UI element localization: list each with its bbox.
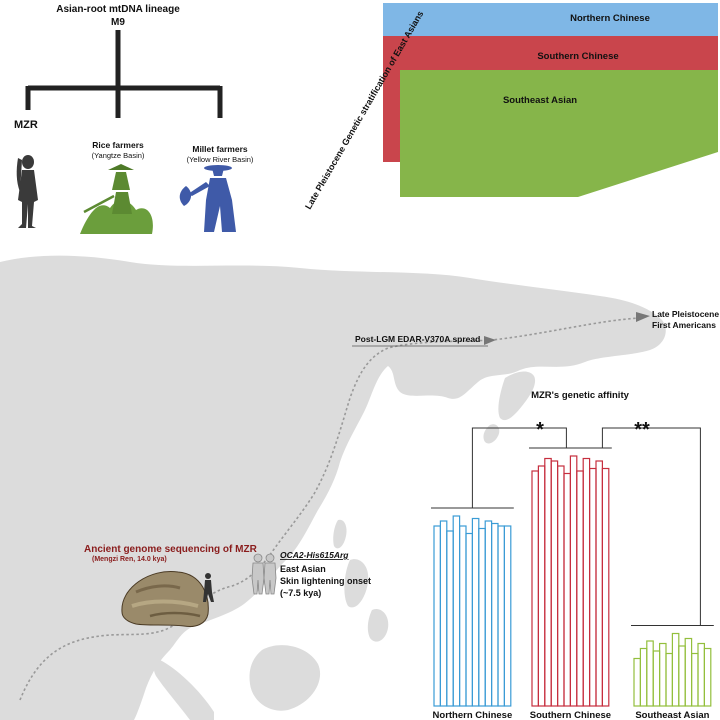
bar-group-northern-chinese [433,515,512,707]
philippines-island [344,559,369,608]
bar [465,532,474,707]
mainland-landmass [0,255,666,720]
oca2-line3: (~7.5 kya) [280,588,321,598]
sig-left: * [536,419,544,441]
bar [471,517,480,707]
x-label-southern-chinese: Southern Chinese [530,710,611,720]
bar [556,465,565,707]
bar [459,525,467,707]
route-arrow-end [636,312,650,322]
affinity-x-labels: Northern Chinese Southern Chinese Southeas… [433,710,710,720]
philippines-island-south [367,608,389,642]
bar [531,470,540,707]
lineage-tree-lines [25,30,223,118]
oca2-line1: East Asian [280,564,326,574]
skull-texture-1 [135,584,181,594]
bar [550,460,559,707]
branch-mzr: MZR [14,119,38,131]
plane-southeast [400,70,718,197]
bar [671,632,680,707]
mzr-small-figure [203,573,214,602]
rice-farmers-label: Rice farmers [92,140,144,150]
bar [601,467,610,707]
millet-farmers-label: Millet farmers [192,144,248,154]
americas-label-line1: Late Pleistocene [652,309,719,319]
lineage-title: Asian-root mtDNA lineage [56,4,180,15]
layer-southeast-label: Southeast Asian [503,95,577,106]
bar [569,455,578,707]
affinity-brackets [431,427,714,626]
bar [639,647,648,707]
bar [678,645,686,707]
bar [658,642,667,707]
bar [633,657,642,707]
bar [703,647,712,707]
bar [563,472,572,707]
east-asian-people-icon [251,553,277,595]
bar-group-southeast-asian [633,632,712,707]
americas-label-line2: First Americans [652,320,716,330]
asia-map [0,255,666,720]
lineage-root: M9 [111,17,125,28]
stratification-planes [383,3,718,197]
affinity-bars [433,455,712,707]
migration-route [19,312,650,701]
bar [433,525,442,707]
sumatra-island [153,660,214,720]
affinity-title: MZR's genetic affinity [531,390,630,401]
bar [452,515,461,707]
skull-texture-2 [131,599,199,608]
rice-farmers-sub: (Yangtze Basin) [92,151,145,160]
sig-right: ** [634,419,650,441]
taiwan-island [333,519,347,549]
layer-northern-label: Northern Chinese [570,13,650,24]
bar [690,652,699,707]
bar [497,525,506,707]
rice-farmer-icon [80,164,153,234]
bar [478,527,486,707]
route-arrow-mid [484,336,496,345]
bar [439,520,448,707]
bar [665,652,674,707]
significance-bracket [471,427,567,508]
skull-texture-3 [149,611,201,618]
bar [684,637,693,707]
bar [646,640,654,707]
japan-island [498,371,536,421]
bar [544,457,552,707]
route-label: Post-LGM EDAR-V370A spread [355,334,480,344]
millet-farmers-sub: (Yellow River Basin) [187,155,254,164]
japan-island-south [483,424,500,444]
oca2-label: OCA2-His615Arg [280,550,349,560]
bar [588,467,597,707]
bar [697,642,706,707]
bar [582,457,591,707]
bar [491,522,499,707]
bar-group-southern-chinese [531,455,610,707]
x-label-southeast-asian: Southeast Asian [635,710,709,720]
route-dotted-line [19,317,641,701]
bar [595,460,604,707]
mzr-silhouette [16,155,38,228]
hainan-island [212,591,229,610]
bar [576,470,584,707]
oca2-line2: Skin lightening onset [280,576,371,586]
borneo-island [249,645,321,711]
significance-bracket [601,427,701,626]
millet-farmer-icon [179,165,236,232]
bar [503,525,512,707]
mzr-skull [121,571,209,627]
genome-subtitle: (Mengzi Ren, 14.0 kya) [92,556,167,563]
bar [652,650,661,707]
genome-title: Ancient genome sequencing of MZR [84,544,258,555]
layer-southern-label: Southern Chinese [537,51,618,62]
bar [484,520,493,707]
x-label-northern-chinese: Northern Chinese [433,710,513,720]
bar [537,465,546,707]
bar [446,530,454,707]
